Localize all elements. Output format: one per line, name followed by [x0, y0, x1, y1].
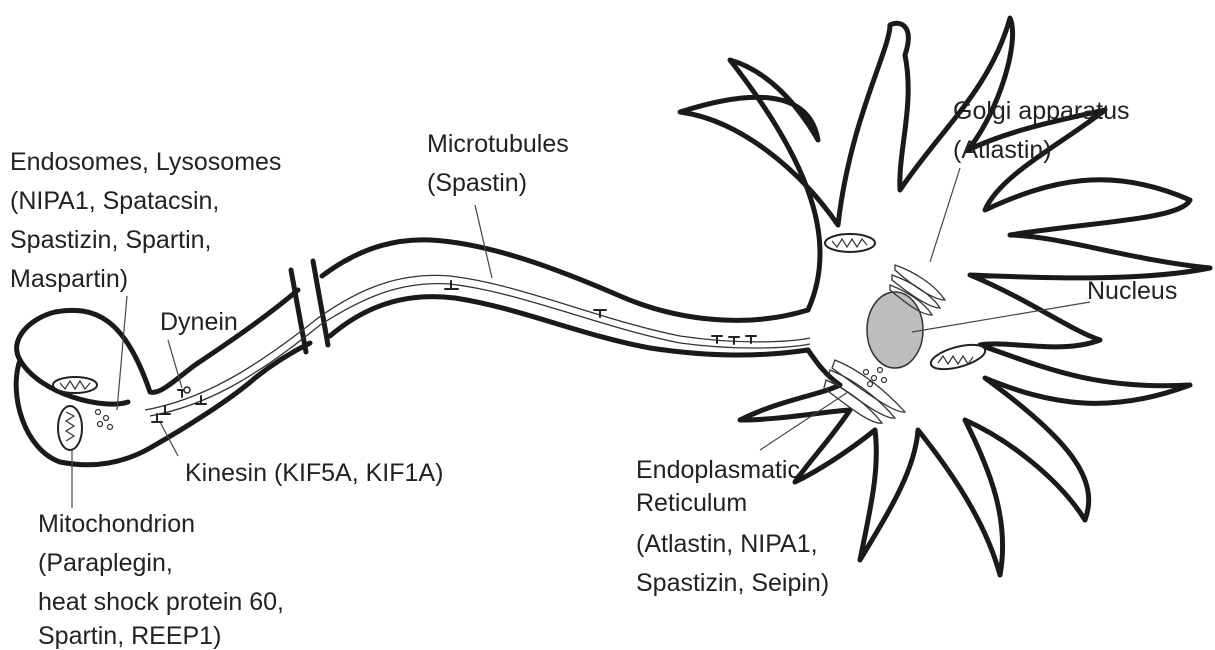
mitochondrion-soma-2	[928, 340, 987, 374]
label-er-line-3: (Atlastin, NIPA1,	[636, 530, 818, 558]
leader-golgi	[930, 168, 960, 262]
label-nucleus: Nucleus	[1087, 277, 1177, 305]
label-er-line-4: Spastizin, Seipin)	[636, 569, 829, 597]
label-mitochondrion-line-4: Spartin, REEP1)	[38, 622, 221, 650]
label-microtubules-line-2: (Spastin)	[427, 169, 527, 197]
label-microtubules: Microtubules (Spastin)	[427, 130, 576, 197]
label-mitochondrion-line-2: (Paraplegin,	[38, 549, 173, 577]
label-er: Endoplasmatic Reticulum (Atlastin, NIPA1…	[636, 456, 829, 597]
axon-terminal-outline-lower	[16, 343, 310, 465]
label-endosomes-line-4: Maspartin)	[10, 265, 128, 293]
mitochondrion-terminal-1	[53, 377, 97, 393]
label-endosomes-line-1: Endosomes, Lysosomes	[10, 148, 281, 176]
vesicles-terminal	[96, 410, 113, 430]
label-dynein-line-1: Dynein	[160, 308, 238, 336]
mitochondrion-terminal-2	[58, 406, 82, 450]
dynein-motor-4	[729, 337, 739, 344]
label-er-line-2: Reticulum	[636, 489, 747, 517]
label-dynein: Dynein	[160, 308, 238, 336]
label-golgi-line-2: (Atlastin)	[953, 136, 1052, 164]
label-nucleus-line-1: Nucleus	[1087, 277, 1177, 305]
nucleus	[867, 292, 923, 368]
axon-break-mark-left	[291, 270, 306, 352]
label-golgi-line-1: Golgi apparatus	[953, 97, 1130, 125]
label-er-line-1: Endoplasmatic	[636, 456, 800, 484]
label-mitochondrion-line-3: heat shock protein 60,	[38, 588, 284, 616]
label-kinesin-line-1: Kinesin (KIF5A, KIF1A)	[185, 459, 443, 487]
mitochondrion-soma-1	[825, 234, 875, 252]
label-endosomes: Endosomes, Lysosomes (NIPA1, Spatacsin, …	[10, 148, 288, 293]
label-microtubules-line-1: Microtubules	[427, 130, 569, 158]
leader-er	[760, 392, 848, 450]
dynein-motor-1	[178, 387, 190, 397]
label-mitochondrion: Mitochondrion (Paraplegin, heat shock pr…	[38, 510, 291, 650]
kinesin-motor-2	[160, 406, 170, 414]
leader-endosomes	[117, 296, 127, 410]
label-endosomes-line-2: (NIPA1, Spatacsin,	[10, 187, 219, 215]
microtubule-track-1	[145, 275, 810, 410]
leader-microtubules	[475, 205, 492, 278]
label-kinesin: Kinesin (KIF5A, KIF1A)	[185, 459, 443, 487]
label-mitochondrion-line-1: Mitochondrion	[38, 510, 195, 538]
label-endosomes-line-3: Spastizin, Spartin,	[10, 226, 212, 254]
